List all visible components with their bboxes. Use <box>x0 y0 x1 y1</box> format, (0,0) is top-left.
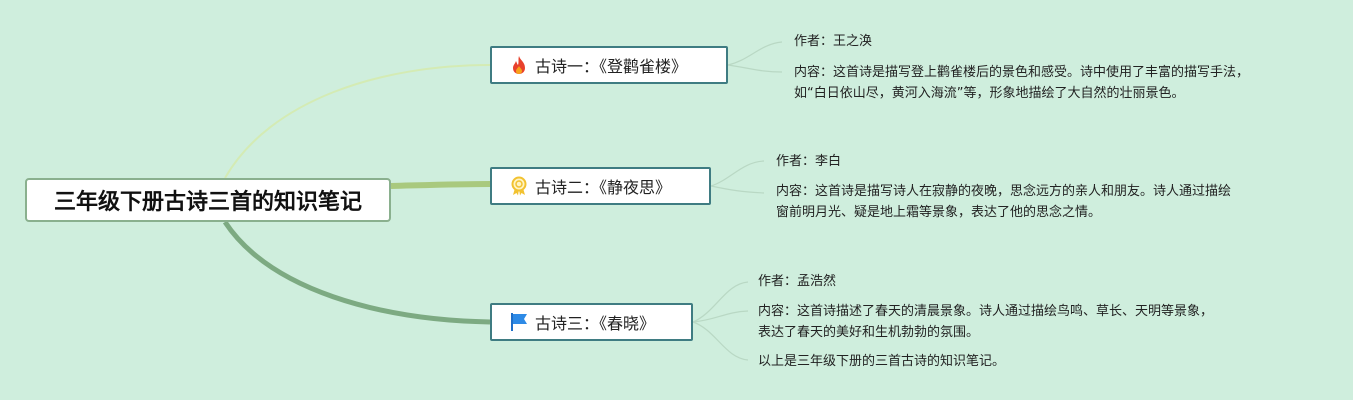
poem-3-content-line-2: 表达了春天的美好和生机勃勃的氛围。 <box>758 325 980 340</box>
topic-poem-1[interactable]: 古诗一：《登鹳雀楼》 <box>490 46 728 84</box>
leaf-line-2-content <box>710 185 765 194</box>
leaf-line-1-content <box>727 64 783 73</box>
fire-icon <box>509 55 529 75</box>
leaf-line-2-author <box>710 160 765 187</box>
topic-poem-1-label: 古诗一：《登鹳雀楼》 <box>535 57 688 76</box>
root-topic-label: 三年级下册古诗三首的知识笔记 <box>53 190 362 215</box>
leaf-line-3-summary <box>692 321 749 361</box>
topic-poem-2[interactable]: 古诗二：《静夜思》 <box>490 167 711 205</box>
topic-poem-3[interactable]: 古诗三：《春晓》 <box>490 303 693 341</box>
poem-1-author: 作者：王之涣 <box>794 34 873 49</box>
leaf-line-3-author <box>692 281 749 323</box>
poem-2-content-line-1: 内容：这首诗是描写诗人在寂静的夜晚，思念远方的亲人和朋友。诗人通过描绘 <box>776 184 1232 199</box>
flag-icon <box>509 312 529 332</box>
poem-2-content-line-2: 窗前明月光、疑是地上霜等景象，表达了他的思念之情。 <box>776 205 1102 220</box>
poem-3-content: 内容：这首诗描述了春天的清晨景象。诗人通过描绘鸟鸣、草长、天明等景象， 表达了春… <box>758 301 1213 343</box>
poem-3-content-line-1: 内容：这首诗描述了春天的清晨景象。诗人通过描绘鸟鸣、草长、天明等景象， <box>758 304 1214 319</box>
award-ribbon-icon <box>509 176 529 196</box>
branch-line-2 <box>390 181 491 189</box>
root-topic[interactable]: 三年级下册古诗三首的知识笔记 <box>25 178 391 222</box>
topic-poem-3-label: 古诗三：《春晓》 <box>535 314 656 333</box>
branch-line-1 <box>224 64 491 179</box>
poem-3-summary: 以上是三年级下册的三首古诗的知识笔记。 <box>758 354 1006 369</box>
leaf-line-3-content <box>692 310 749 323</box>
poem-2-author: 作者：李白 <box>776 154 842 169</box>
leaf-line-1-author <box>727 41 783 66</box>
poem-3-author: 作者：孟浩然 <box>758 274 837 289</box>
poem-1-content-line-2: 如“白日依山尽，黄河入海流”等，形象地描绘了大自然的壮丽景色。 <box>794 86 1185 101</box>
branch-line-3 <box>222 220 491 325</box>
poem-2-content: 内容：这首诗是描写诗人在寂静的夜晚，思念远方的亲人和朋友。诗人通过描绘 窗前明月… <box>776 181 1231 223</box>
topic-poem-2-label: 古诗二：《静夜思》 <box>535 178 672 197</box>
poem-1-content: 内容：这首诗是描写登上鹳雀楼后的景色和感受。诗中使用了丰富的描写手法， 如“白日… <box>794 62 1249 104</box>
poem-1-content-line-1: 内容：这首诗是描写登上鹳雀楼后的景色和感受。诗中使用了丰富的描写手法， <box>794 65 1250 80</box>
